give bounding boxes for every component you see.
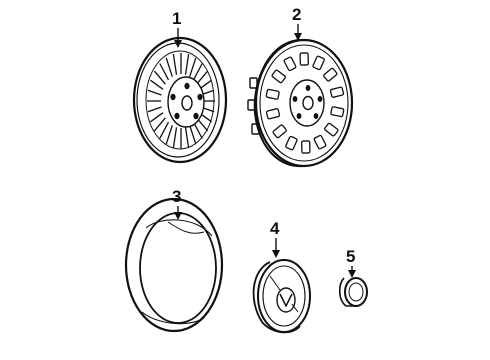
- leader-arrow-5: [348, 270, 356, 278]
- callout-5: 5: [346, 247, 355, 266]
- callout-3: 3: [172, 187, 181, 206]
- spoke: [165, 57, 173, 77]
- spoke: [196, 70, 209, 85]
- cover-slot: [301, 140, 311, 154]
- spoke: [159, 121, 170, 139]
- spoke: [165, 125, 173, 145]
- cover-slot: [324, 122, 339, 137]
- cover-slot: [285, 135, 298, 151]
- spoke: [192, 121, 203, 139]
- spoke: [153, 117, 166, 132]
- leader-arrow-2: [294, 33, 302, 41]
- cover-slot: [283, 56, 297, 72]
- cover-slot: [312, 55, 325, 71]
- spoke: [147, 89, 162, 96]
- wheel-cover-slotted: [247, 38, 354, 168]
- cover-slot: [265, 88, 280, 100]
- wheel-cover-spoked: [132, 36, 228, 164]
- cover-slot: [299, 52, 309, 66]
- spoke: [189, 125, 197, 145]
- cover-slot: [272, 124, 287, 139]
- spoke: [184, 54, 190, 75]
- spoke: [184, 127, 190, 148]
- spoke: [172, 127, 178, 148]
- cover-slot: [329, 86, 345, 98]
- callout-2: 2: [292, 5, 301, 24]
- cover-slot: [265, 108, 281, 120]
- spoke: [159, 63, 170, 81]
- trim-ring: [124, 197, 224, 333]
- spoke: [172, 54, 178, 75]
- spoke: [192, 63, 203, 81]
- cover-slot: [330, 106, 345, 118]
- leader-arrow-1: [174, 40, 182, 48]
- cover-slot: [313, 134, 327, 150]
- callout-4: 4: [270, 219, 280, 238]
- hub-cap: [252, 259, 311, 334]
- cover-slot: [271, 69, 286, 84]
- leader-arrow-4: [272, 250, 280, 258]
- spoke: [150, 79, 164, 90]
- spoke: [189, 57, 197, 77]
- spoke: [153, 70, 166, 85]
- callout-1: 1: [172, 9, 181, 28]
- spoke: [150, 112, 164, 123]
- spoke: [147, 106, 162, 113]
- cover-slot: [323, 67, 338, 82]
- center-cap: [338, 277, 368, 307]
- leader-arrow-3: [174, 212, 182, 220]
